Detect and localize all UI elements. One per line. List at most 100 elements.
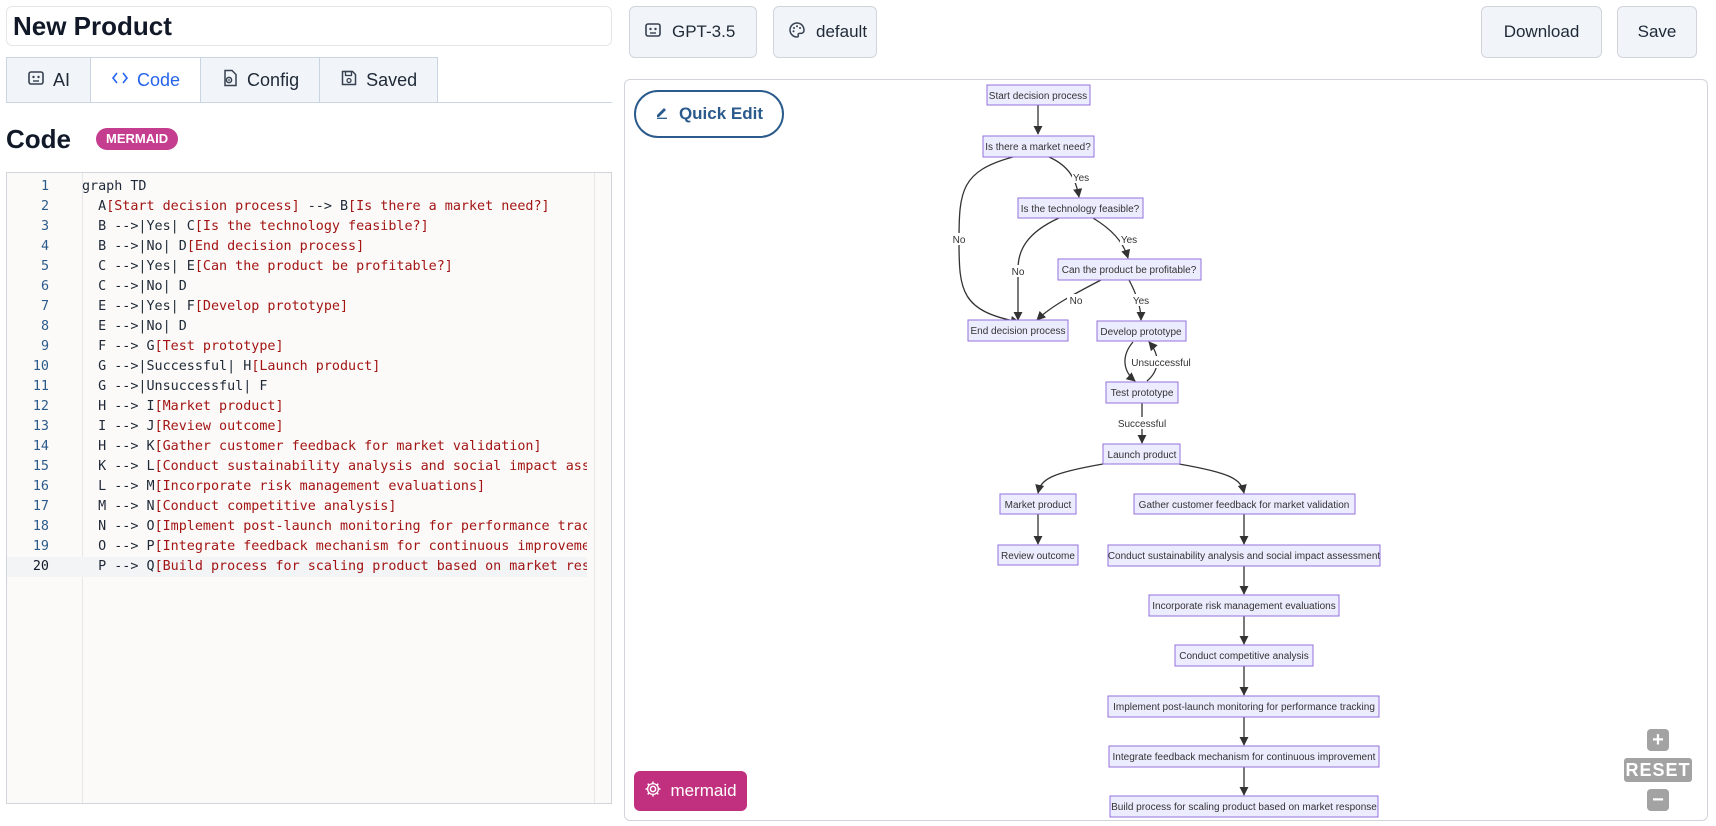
model-select-button[interactable]: GPT-3.5 [629,6,757,58]
file-gear-icon [221,69,239,92]
svg-text:Test prototype: Test prototype [1111,388,1174,399]
code-line[interactable]: 16 L --> M[Incorporate risk management e… [7,477,587,497]
document-title[interactable]: New Product [6,6,612,46]
node-l: Conduct sustainability analysis and soci… [1107,544,1381,567]
code-line[interactable]: 12 H --> I[Market product] [7,397,587,417]
code-line[interactable]: 5 C -->|Yes| E[Can the product be profit… [7,257,587,277]
gutter-divider [82,173,83,803]
line-number: 12 [32,399,49,414]
code-line[interactable]: 13 I --> J[Review outcome] [7,417,587,437]
code-line[interactable]: 10 G -->|Successful| H[Launch product] [7,357,587,377]
line-number: 8 [40,319,49,334]
zoom-in-button[interactable]: + [1647,729,1669,751]
code-text: F --> G[Test prototype] [82,339,284,354]
svg-text:Launch product: Launch product [1108,450,1177,461]
flowchart-diagram: Yes No Yes No No Yes Unsuccessful Succes… [950,84,1381,818]
download-button[interactable]: Download [1481,6,1602,58]
node-j: Review outcome [997,544,1079,566]
code-line[interactable]: 8 E -->|No| D [7,317,587,337]
svg-text:Review outcome: Review outcome [1001,551,1075,562]
code-text: I --> J[Review outcome] [82,419,284,434]
edge-e-d [1036,279,1102,321]
gear-icon [644,780,662,803]
line-number: 13 [32,419,49,434]
code-text: H --> I[Market product] [82,399,284,414]
code-text: graph TD [82,179,147,194]
edge-label-g-f: Unsuccessful [1131,358,1190,369]
node-d: End decision process [967,319,1069,342]
code-text: E -->|Yes| F[Develop prototype] [82,299,349,314]
code-line[interactable]: 4 B -->|No| D[End decision process] [7,237,587,257]
mermaid-label: mermaid [670,781,737,800]
reset-zoom-button[interactable]: RESET [1624,758,1692,782]
node-o: Implement post-launch monitoring for per… [1107,695,1380,718]
code-text: G -->|Successful| H[Launch product] [82,359,381,374]
svg-text:Start decision process: Start decision process [989,91,1087,102]
plus-icon: + [1652,728,1664,751]
pencil-icon [655,104,669,124]
mermaid-settings-button[interactable]: mermaid [634,771,747,811]
code-line[interactable]: 7 E -->|Yes| F[Develop prototype] [7,297,587,317]
code-text: B -->|No| D[End decision process] [82,239,365,254]
line-number: 16 [32,479,49,494]
svg-text:Build process for scaling prod: Build process for scaling product based … [1111,802,1377,813]
line-number: 2 [40,199,49,214]
svg-text:Develop prototype: Develop prototype [1100,327,1182,338]
edge-h-i [1035,463,1104,494]
code-text: A[Start decision process] --> B[Is there… [82,199,550,214]
line-number: 18 [32,519,49,534]
svg-text:Conduct competitive analysis: Conduct competitive analysis [1179,651,1309,662]
robot-icon [644,21,662,44]
editor-scrollbar-track[interactable] [594,173,595,803]
tab-saved[interactable]: Saved [319,57,439,103]
edge-c-e [1092,217,1131,259]
code-line[interactable]: 17 M --> N[Conduct competitive analysis] [7,497,587,517]
svg-text:Incorporate risk management ev: Incorporate risk management evaluations [1152,601,1335,612]
editor-tabs: AI Code Config Saved [6,57,439,103]
svg-text:Is there a market need?: Is there a market need? [985,142,1091,153]
code-text: M --> N[Conduct competitive analysis] [82,499,397,514]
code-line[interactable]: 11 G -->|Unsuccessful| F [7,377,587,397]
tab-code[interactable]: Code [90,57,201,103]
code-line[interactable]: 14 H --> K[Gather customer feedback for … [7,437,587,457]
svg-text:Is the technology feasible?: Is the technology feasible? [1021,204,1140,215]
code-text: N --> O[Implement post-launch monitoring… [82,519,587,534]
minus-icon: − [1652,788,1664,811]
theme-select-button[interactable]: default [773,6,877,58]
code-line[interactable]: 6 C -->|No| D [7,277,587,297]
code-line[interactable]: 18 N --> O[Implement post-launch monitor… [7,517,587,537]
edge-label-g-h: Successful [1118,419,1166,430]
tab-config[interactable]: Config [200,57,320,103]
line-number: 19 [32,539,49,554]
node-g: Test prototype [1105,381,1179,404]
node-m: Incorporate risk management evaluations [1148,594,1340,617]
zoom-out-button[interactable]: − [1647,789,1669,811]
edge-label-e-f: Yes [1133,296,1149,307]
code-line[interactable]: 9 F --> G[Test prototype] [7,337,587,357]
tab-divider [6,102,612,103]
save-button[interactable]: Save [1617,6,1697,58]
quick-edit-button[interactable]: Quick Edit [634,90,784,138]
svg-text:Market product: Market product [1005,500,1072,511]
code-line[interactable]: 3 B -->|Yes| C[Is the technology feasibl… [7,217,587,237]
code-text: C -->|Yes| E[Can the product be profitab… [82,259,453,274]
code-line[interactable]: 2 A[Start decision process] --> B[Is the… [7,197,587,217]
code-text: K --> L[Conduct sustainability analysis … [82,459,587,474]
code-line[interactable]: 20 P --> Q[Build process for scaling pro… [7,557,587,577]
code-text: G -->|Unsuccessful| F [82,379,268,394]
code-line[interactable]: 15 K --> L[Conduct sustainability analys… [7,457,587,477]
line-number: 7 [40,299,49,314]
download-label: Download [1503,22,1580,41]
model-label: GPT-3.5 [672,22,736,41]
save-label: Save [1637,22,1677,41]
diagram-canvas[interactable]: Yes No Yes No No Yes Unsuccessful Succes… [624,79,1708,821]
edge-b-c [1048,156,1083,198]
floppy-icon [340,69,358,92]
tab-ai[interactable]: AI [6,57,91,103]
theme-label: default [816,22,868,41]
svg-text:Can the product be profitable?: Can the product be profitable? [1062,265,1197,276]
code-line[interactable]: 19 O --> P[Integrate feedback mechanism … [7,537,587,557]
line-number: 10 [32,359,49,374]
